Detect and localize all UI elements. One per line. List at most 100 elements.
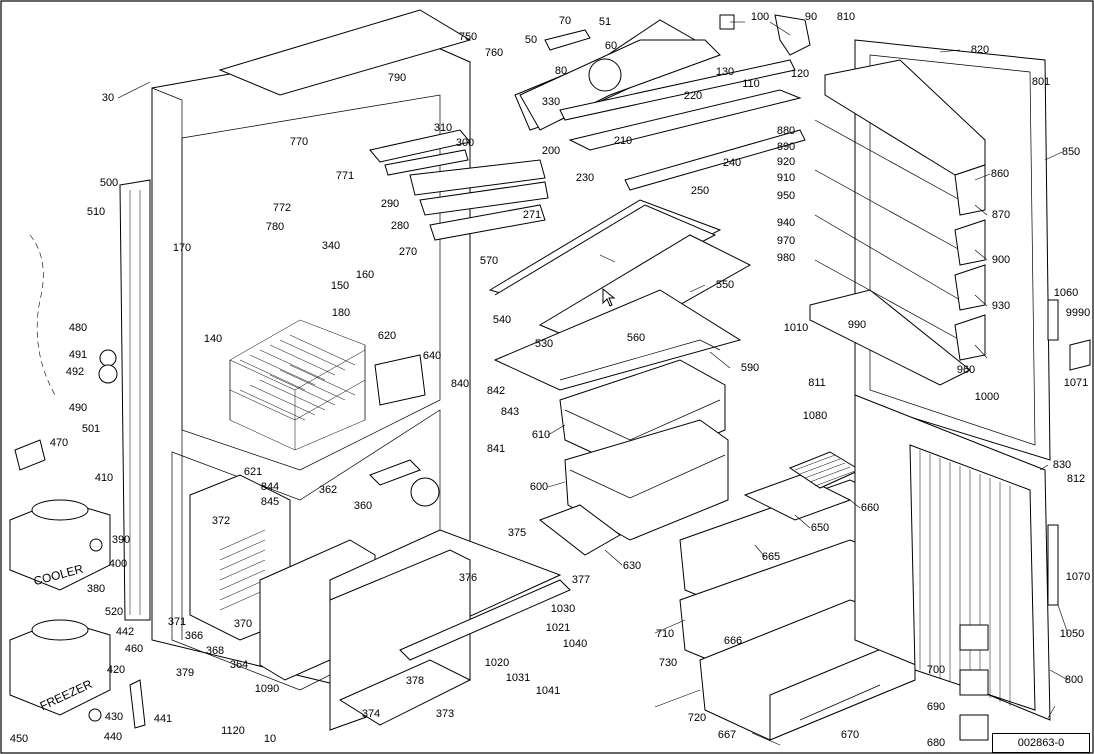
part-label: 771 [335,170,355,182]
part-label: 801 [1031,76,1051,88]
upper-rails [559,59,806,191]
part-label: 800 [1064,674,1084,686]
part-label: 380 [86,583,106,595]
part-label: 230 [575,172,595,184]
part-label: 1010 [783,322,809,334]
part-label: 372 [211,515,231,527]
part-label: 640 [422,350,442,362]
part-label: 377 [571,574,591,586]
part-label: 70 [558,15,572,27]
part-label: 30 [101,92,115,104]
part-label: 843 [500,406,520,418]
part-label: 210 [613,135,633,147]
part-label: 980 [776,252,796,264]
part-label: 560 [626,332,646,344]
part-label: 330 [541,96,561,108]
part-label: 772 [272,202,292,214]
part-label: 830 [1052,459,1072,471]
part-label: 51 [598,16,612,28]
part-label: 1050 [1059,628,1085,640]
part-label: 80 [554,65,568,77]
part-label: 1020 [484,657,510,669]
part-label: 120 [790,68,810,80]
crisper-drawers [538,359,729,556]
part-label: 100 [750,11,770,23]
part-label: 364 [229,659,249,671]
part-label: 844 [260,481,280,493]
part-label: 990 [847,319,867,331]
part-label: 1041 [535,685,561,697]
part-label: 550 [715,279,735,291]
part-label: 271 [522,209,542,221]
part-label: 860 [990,168,1010,180]
part-label: 340 [321,240,341,252]
part-label: 130 [715,66,735,78]
part-label: 480 [68,322,88,334]
part-label: 371 [167,616,187,628]
part-label: 280 [390,220,410,232]
part-label: 700 [926,664,946,676]
part-label: 492 [65,366,85,378]
freezer-door [854,394,1051,741]
part-label: 920 [776,156,796,168]
part-label: 150 [330,280,350,292]
part-label: 970 [776,235,796,247]
part-label: 842 [486,385,506,397]
part-label: 690 [926,701,946,713]
part-label: 140 [203,333,223,345]
part-label: 366 [184,630,204,642]
part-label: 374 [361,708,381,720]
part-label: 812 [1066,473,1086,485]
part-label: 621 [243,466,263,478]
part-label: 1021 [545,622,571,634]
part-label: 376 [458,572,478,584]
part-label: 460 [124,643,144,655]
part-label: 590 [740,362,760,374]
part-label: 870 [991,209,1011,221]
control-panel [369,129,549,241]
part-label: 520 [104,606,124,618]
part-label: 270 [398,246,418,258]
part-label: 1070 [1065,571,1091,583]
part-label: 160 [355,269,375,281]
part-label: 362 [318,484,338,496]
document-number: 002863-0 [992,733,1090,753]
part-label: 378 [405,675,425,687]
mouse-cursor-icon [602,288,616,307]
part-label: 820 [970,44,990,56]
lower-fan [369,459,440,507]
part-label: 780 [265,221,285,233]
part-label: 220 [683,90,703,102]
part-label: 810 [836,11,856,23]
part-label: 200 [541,145,561,157]
part-label: 375 [507,527,527,539]
part-label: 770 [289,136,309,148]
part-label: 950 [776,190,796,202]
part-label: 10 [263,733,277,745]
part-label: 250 [690,185,710,197]
part-label: 1090 [254,683,280,695]
part-label: 400 [108,558,128,570]
part-label: 491 [68,349,88,361]
part-label: 510 [86,206,106,218]
glass-shelves [488,199,752,391]
part-label: 370 [233,618,253,630]
part-label: 750 [458,31,478,43]
fridge-door [809,39,1051,461]
part-label: 960 [956,364,976,376]
part-label: 680 [926,737,946,749]
wire-rack [229,319,426,451]
part-label: 1030 [550,603,576,615]
bottom-plates [329,529,571,731]
part-label: 1080 [802,410,828,422]
part-label: 600 [529,481,549,493]
part-label: 630 [622,560,642,572]
part-label: 490 [68,402,88,414]
part-label: 441 [153,713,173,725]
part-label: 50 [524,34,538,46]
part-label: 540 [492,314,512,326]
part-label: 90 [804,11,818,23]
part-label: 660 [860,502,880,514]
part-label: 620 [377,330,397,342]
